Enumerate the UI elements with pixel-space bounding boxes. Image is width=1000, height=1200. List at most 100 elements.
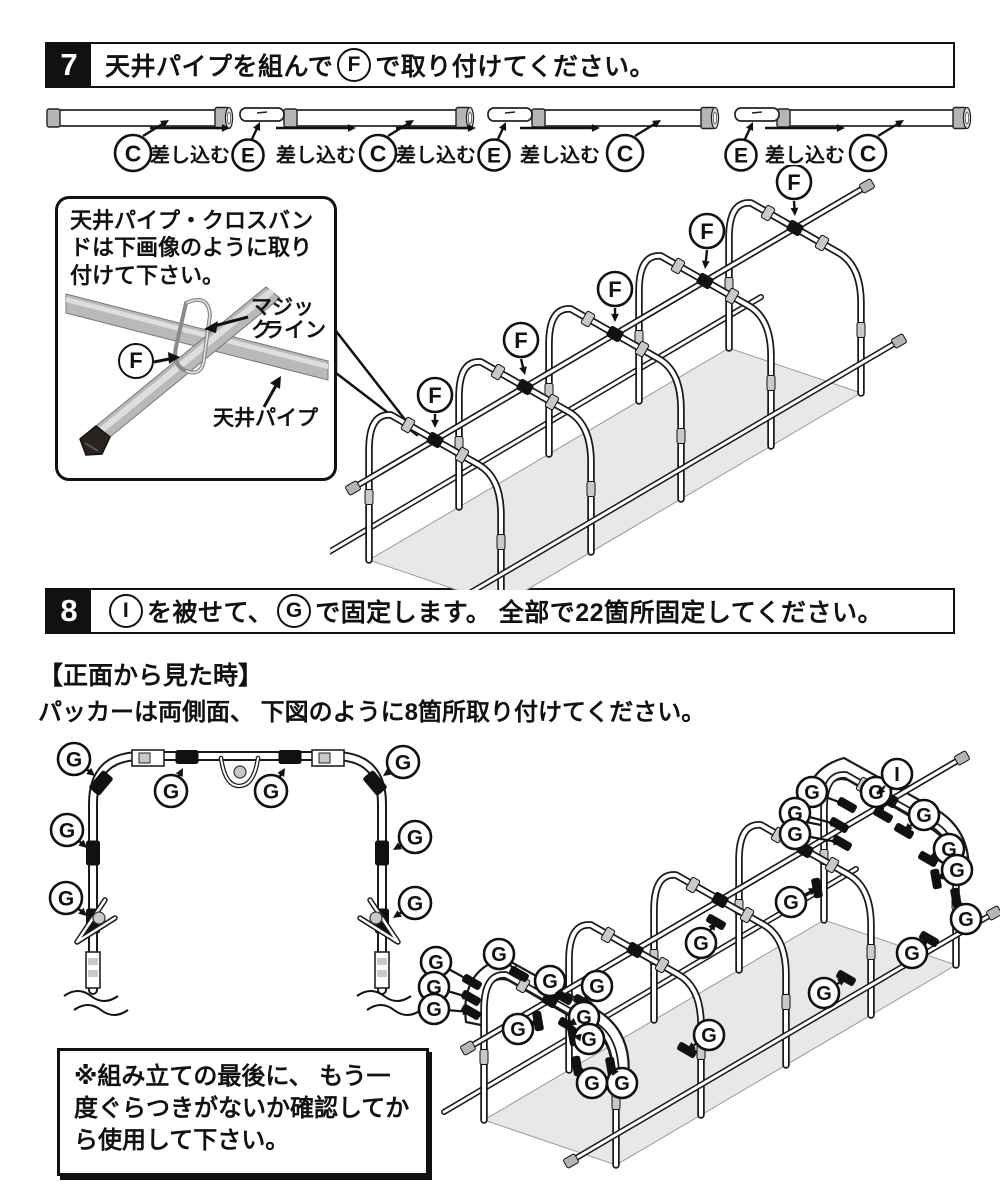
- svg-text:F: F: [608, 277, 621, 302]
- svg-text:G: G: [58, 888, 74, 911]
- part-label-g: G: [397, 885, 433, 921]
- packer-instruction-text: パッカーは両側面、 下図のように8箇所取り付けてください。: [38, 699, 706, 726]
- final-check-note: ※組み立ての最後に、 もう一度ぐらつきがないか確認してから使用して下さい。: [57, 1048, 429, 1176]
- part-label-c: C: [605, 133, 645, 173]
- ceiling-pipe-label: 天井パイプ: [213, 407, 318, 430]
- callout-text: 天井パイプ・クロスバンドは下画像のように取り付けて下さい。: [70, 208, 314, 288]
- part-label-g: G: [605, 1066, 639, 1100]
- step8-text-mid: を被せて、: [147, 599, 274, 627]
- svg-text:G: G: [66, 749, 82, 772]
- insert-arrow-group: 差し込む: [276, 124, 356, 167]
- part-label-g: G: [949, 902, 983, 936]
- joint-e-graphic: [734, 107, 780, 122]
- ceiling-pipe-arrow: [262, 376, 281, 408]
- insert-arrow-group: 差し込む: [396, 124, 476, 167]
- part-label-g: G: [397, 819, 433, 855]
- part-g-badge: G: [277, 594, 312, 628]
- svg-text:G: G: [804, 782, 820, 804]
- ceiling-pipe-graphic: [65, 293, 329, 381]
- part-i-badge: I: [109, 594, 143, 628]
- svg-text:G: G: [395, 752, 411, 775]
- step7-number: 7: [47, 44, 91, 86]
- svg-text:G: G: [59, 820, 75, 843]
- magic-line-arrow: [204, 315, 249, 333]
- svg-text:C: C: [617, 140, 634, 166]
- svg-text:G: G: [787, 824, 803, 846]
- pipe-c-graphic: [531, 106, 720, 130]
- crossband-callout: 天井パイプ・クロスバンドは下画像のように取り付けて下さい。: [55, 196, 337, 481]
- part-label-e: E: [724, 138, 758, 172]
- part-label-g: G: [253, 773, 289, 809]
- svg-text:G: G: [426, 999, 442, 1021]
- svg-text:G: G: [816, 983, 832, 1005]
- svg-text:G: G: [407, 893, 423, 916]
- part-label-g: G: [419, 945, 453, 979]
- svg-text:F: F: [514, 328, 527, 353]
- svg-text:G: G: [163, 781, 179, 804]
- part-label-g: G: [684, 926, 718, 960]
- step8-number: 8: [47, 590, 91, 632]
- svg-text:G: G: [407, 827, 423, 850]
- step7-header: 7 天井パイプを組んで F で取り付けてください。: [45, 42, 955, 88]
- front-view-heading: 【正面から見た時】: [38, 662, 264, 690]
- part-label-i: I: [880, 757, 914, 791]
- part-label-g: G: [778, 817, 812, 851]
- crossband-photo-illustration: [65, 286, 329, 456]
- step7-instruction: 天井パイプを組んで F で取り付けてください。: [91, 44, 953, 86]
- arch-pipe-graphic: [79, 286, 281, 456]
- part-label-e: E: [477, 138, 511, 172]
- magic-line-label-1: マジック: [251, 296, 314, 343]
- part-label-g: G: [48, 880, 84, 916]
- part-label-f: F: [596, 270, 634, 308]
- center-clip: [233, 765, 247, 779]
- svg-text:G: G: [916, 805, 932, 827]
- svg-text:差し込む: 差し込む: [765, 143, 845, 167]
- svg-text:E: E: [241, 145, 255, 168]
- svg-text:G: G: [263, 781, 279, 804]
- svg-text:G: G: [542, 971, 558, 993]
- svg-text:差し込む: 差し込む: [276, 143, 356, 167]
- part-label-g: G: [153, 773, 189, 809]
- pipe-c-graphic: [46, 106, 234, 130]
- part-label-f: F: [775, 165, 813, 201]
- part-label-g: G: [795, 775, 829, 809]
- svg-text:E: E: [734, 145, 748, 168]
- part-label-g: G: [417, 992, 451, 1026]
- svg-text:G: G: [614, 1073, 630, 1095]
- part-label-g: G: [807, 976, 841, 1010]
- svg-text:G: G: [589, 976, 605, 998]
- part-label-c: C: [848, 133, 888, 173]
- step8-header: 8 I を被せて、 G で固定します。 全部で22箇所固定してください。: [45, 588, 955, 634]
- part-f-badge: F: [118, 343, 154, 379]
- svg-text:G: G: [958, 909, 974, 931]
- svg-text:C: C: [125, 140, 142, 166]
- svg-text:F: F: [787, 170, 800, 195]
- step8-text-tail: で固定します。 全部で22箇所固定してください。: [315, 599, 884, 627]
- svg-text:G: G: [491, 944, 507, 966]
- joint-e-graphic: [487, 107, 533, 122]
- note-text: ※組み立ての最後に、 もう一度ぐらつきがないか確認してから使用して下さい。: [74, 1063, 410, 1155]
- part-label-g: G: [49, 812, 85, 848]
- front-view-diagram: G G G G G G G G: [48, 741, 433, 1016]
- insert-arrow-group: 差し込む: [150, 124, 230, 167]
- part-label-c: C: [113, 133, 153, 173]
- svg-text:G: G: [510, 1019, 526, 1041]
- part-label-g: G: [575, 1066, 609, 1100]
- part-label-f: F: [688, 212, 726, 250]
- part-label-g: G: [572, 1022, 606, 1056]
- magic-line-label-2: ライン: [263, 319, 326, 342]
- insert-arrow-group: 差し込む: [765, 124, 845, 167]
- svg-text:G: G: [701, 1025, 717, 1047]
- svg-text:F: F: [700, 219, 713, 244]
- part-label-g: G: [482, 937, 516, 971]
- part-label-g: G: [907, 798, 941, 832]
- insert-arrow-group: 差し込む: [520, 124, 600, 167]
- f-pointer-arrow: [153, 352, 180, 364]
- svg-text:差し込む: 差し込む: [396, 143, 476, 167]
- svg-text:G: G: [428, 952, 444, 974]
- part-label-g: G: [940, 853, 974, 887]
